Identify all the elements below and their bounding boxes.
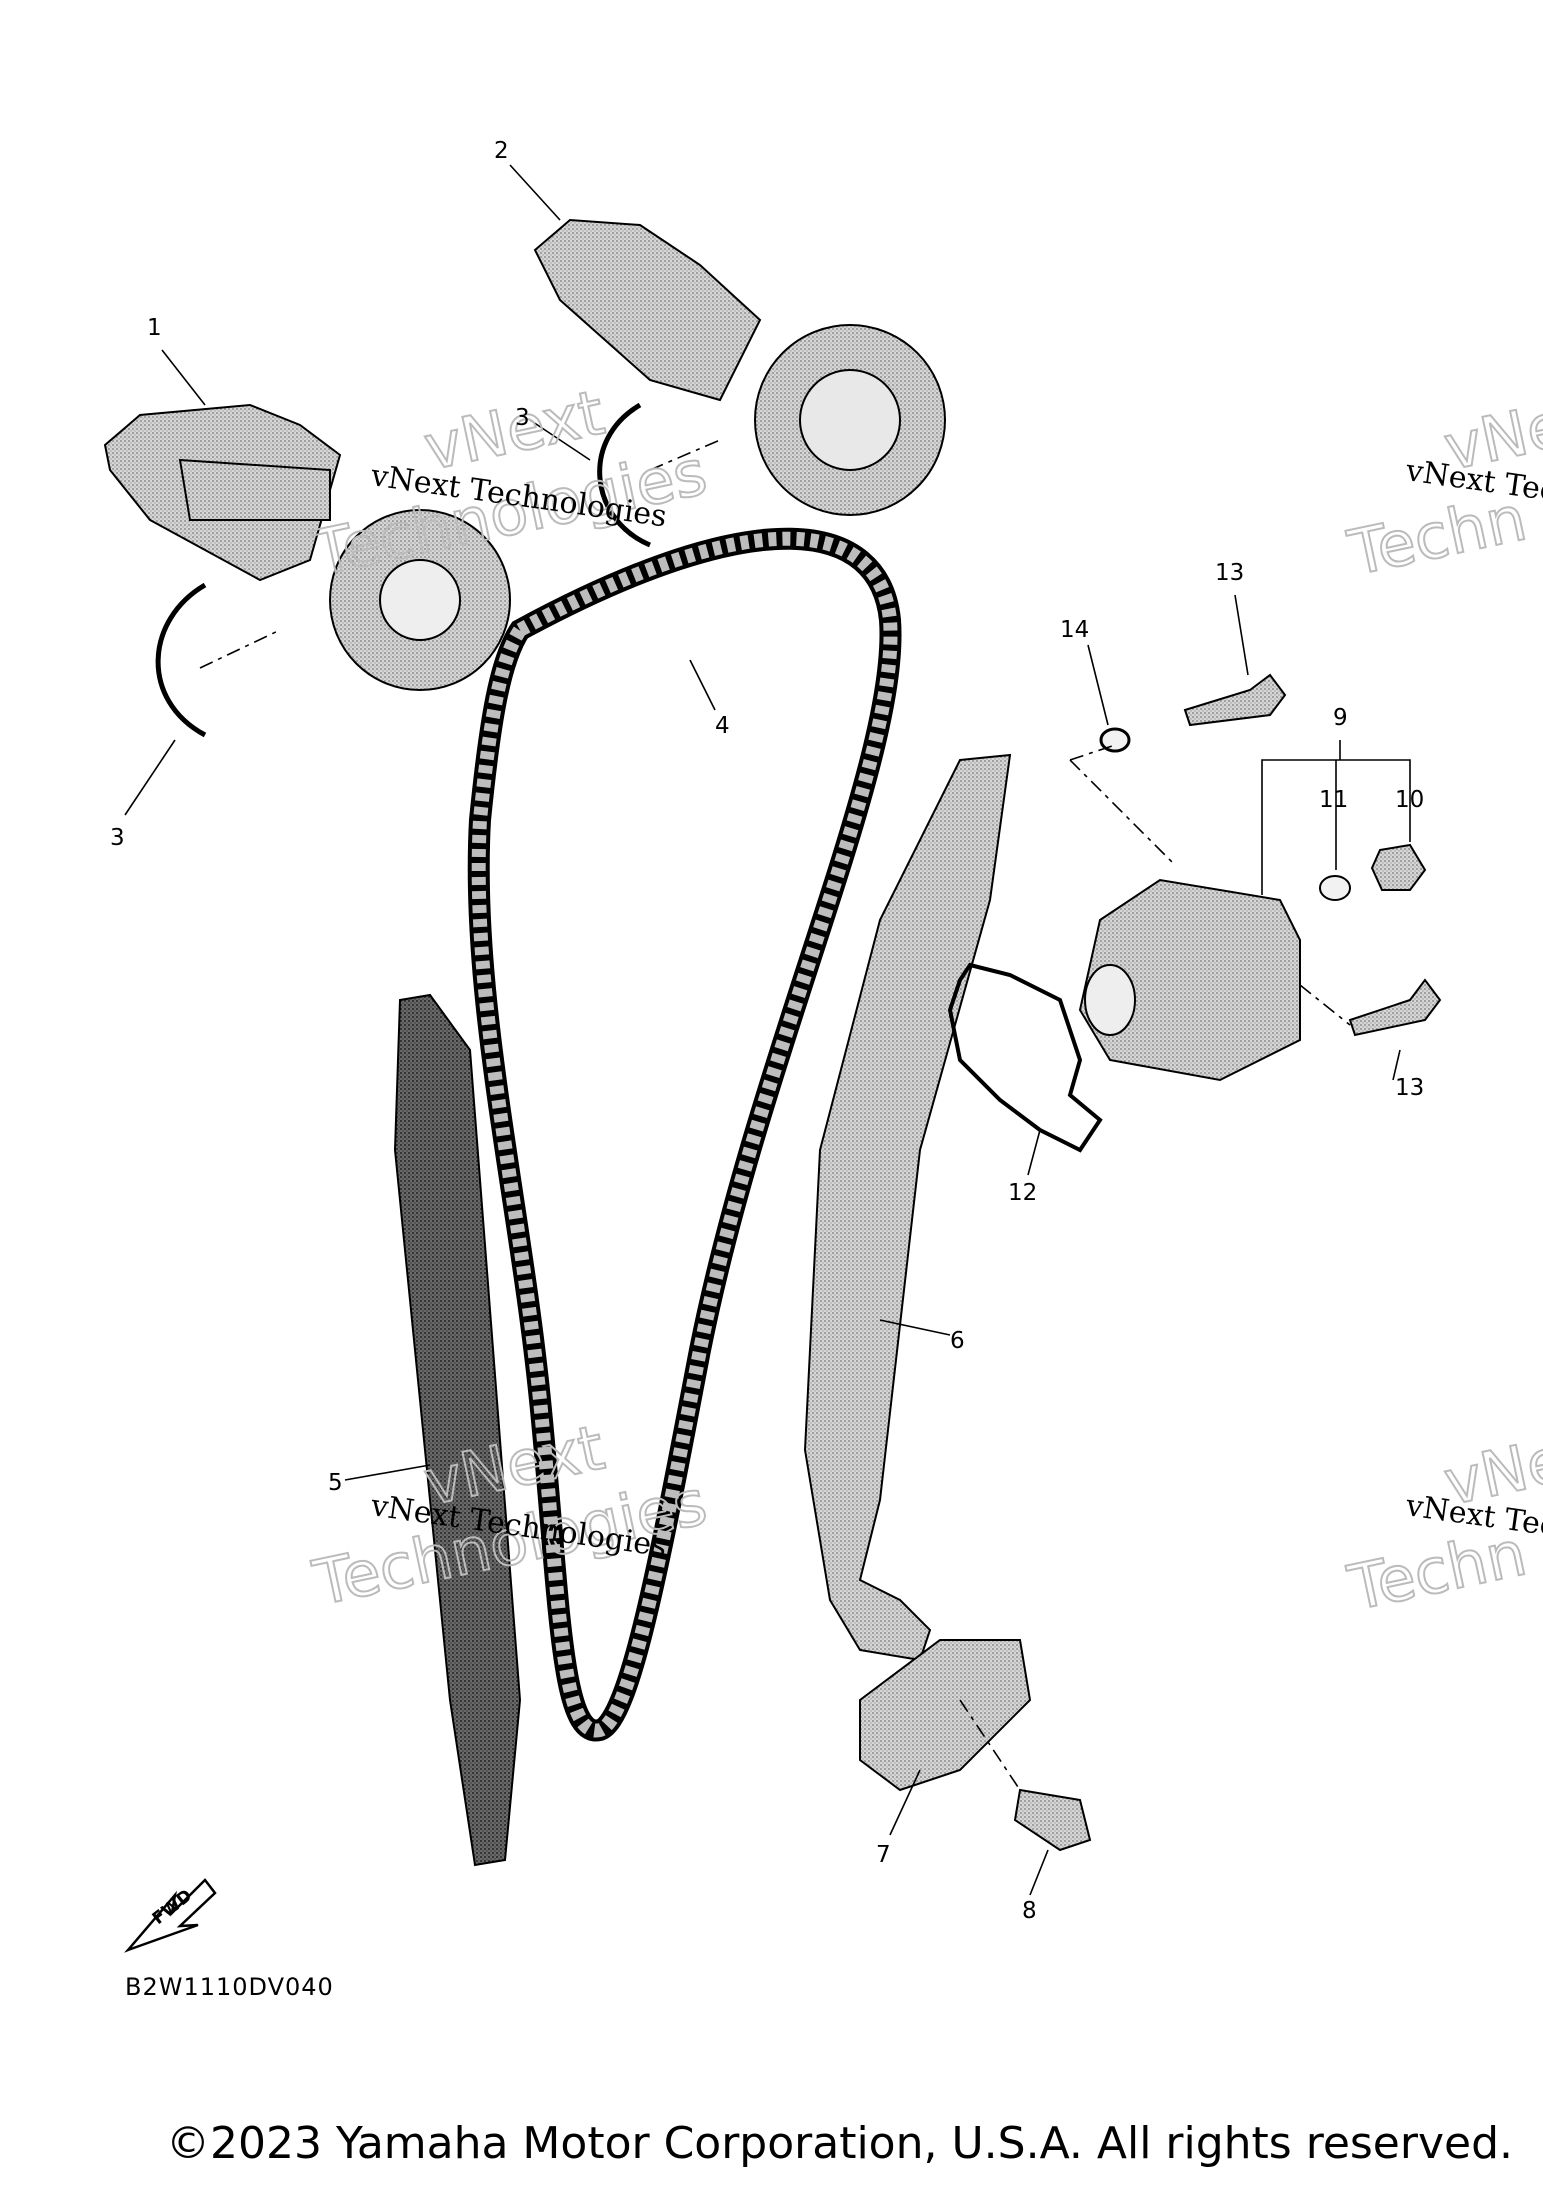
diagram-code: B2W1110DV040 [125,1973,334,2001]
leader-lines [124,164,1411,1896]
callout-8: 8 [1022,1898,1037,1924]
callout-11: 11 [1319,787,1348,813]
callout-4: 4 [715,713,730,739]
clip-3-upper [597,402,651,548]
callout-12: 12 [1008,1180,1037,1206]
pin-8 [1013,1788,1092,1852]
camshaft-2 [533,218,946,516]
callout-6: 6 [950,1328,965,1354]
bracket-7 [859,1639,1032,1792]
tensioner-assembly-9 [1078,878,1301,1082]
callout-3-upper: 3 [515,405,530,431]
callout-5: 5 [328,1470,343,1496]
callout-14: 14 [1060,617,1089,643]
copyright-notice: ©2023 Yamaha Motor Corporation, U.S.A. A… [166,2118,1513,2169]
callout-numbers: 1 2 3 3 4 5 6 7 8 9 10 11 12 13 13 14 [110,138,1424,1924]
bolt-13-upper [1183,673,1287,727]
callout-10: 10 [1395,787,1424,813]
fwd-arrow-icon: FWD [124,1878,217,1953]
callout-3-lower: 3 [110,825,125,851]
cap-bolt-10 [1370,843,1427,891]
camshaft-1 [103,403,511,691]
timing-chain-4 [467,527,902,1742]
clip-3-lower [155,582,207,738]
gasket-11 [1319,875,1351,901]
watermark-lower-right: vNe Techn vNext Tec [1341,1422,1543,1626]
callout-7: 7 [876,1842,891,1868]
bolt-13-lower [1348,978,1442,1037]
callout-13-upper: 13 [1215,560,1244,586]
gasket-12 [947,962,1103,1153]
callout-2: 2 [494,138,509,164]
callout-9: 9 [1333,705,1348,731]
callout-13-lower: 13 [1395,1075,1424,1101]
callout-1: 1 [147,315,162,341]
chain-guide-5 [393,993,522,1867]
washer-14 [1099,727,1131,753]
watermark-upper-right: vNe Techn vNext Tec [1341,387,1543,591]
